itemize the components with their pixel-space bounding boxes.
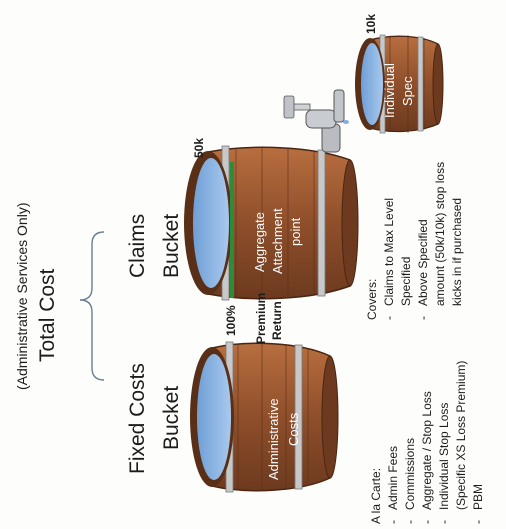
claims-inner-line1: Aggregate — [252, 212, 267, 272]
water-drip-icon — [343, 120, 349, 124]
covers-heading: Covers: — [365, 278, 379, 320]
bracket-line — [79, 231, 105, 381]
claims-barrel — [184, 145, 359, 301]
fixed-bucket-title-line2: Bucket — [160, 385, 183, 450]
individual-cap-label: 10k — [364, 13, 378, 34]
water-tap-icon — [283, 89, 345, 153]
individual-spec-barrel — [355, 34, 444, 134]
covers-list: Covers: Claims to Max Level Specified Ab… — [364, 162, 466, 320]
list-item: Aggregate / Stop Loss — [419, 361, 436, 524]
individual-inner-line1: Individual — [382, 63, 397, 118]
list-item-continuation: (Specific XS Loss Premium) — [454, 360, 468, 510]
fixed-inner-line1: Administrative — [266, 398, 281, 480]
claims-bucket-title-line2: Bucket — [160, 213, 183, 278]
list-item-continuation: amount (50k/10k) stop loss — [433, 161, 447, 306]
list-item-continuation: Specified — [399, 256, 413, 306]
list-item: Claims to Max Level — [381, 162, 398, 320]
individual-inner-line2: Spec — [400, 76, 415, 106]
list-item: PBM — [470, 361, 487, 524]
premium-return-pct: 100% — [224, 305, 238, 336]
list-item: Commissions — [402, 361, 419, 524]
fixed-inner-line2: Costs — [286, 412, 301, 446]
claims-inner-line3: point — [288, 217, 303, 246]
claims-cap-label: 50k — [192, 137, 206, 158]
list-item: Admin Fees — [385, 361, 402, 524]
fixed-bucket-title-line1: Fixed Costs — [126, 363, 149, 474]
header-subtitle: (Administrative Services Only) — [14, 202, 30, 391]
claims-bucket-title-line1: Claims — [126, 213, 149, 278]
a-la-carte-heading: A la Carte: — [369, 467, 383, 524]
list-item: Above Specified — [415, 162, 432, 320]
fixed-costs-barrel — [190, 341, 339, 493]
claims-inner-line2: Attachment — [270, 208, 285, 274]
premium-return-line1: Premium — [254, 292, 268, 344]
list-item: Individual Stop Loss — [436, 361, 453, 524]
list-item-continuation: kicks in if purchased — [450, 197, 464, 306]
premium-return-line2: Return — [270, 301, 284, 340]
a-la-carte-list: A la Carte: Admin Fees Commissions Aggre… — [368, 361, 487, 524]
page-title: Total Cost — [36, 268, 59, 362]
